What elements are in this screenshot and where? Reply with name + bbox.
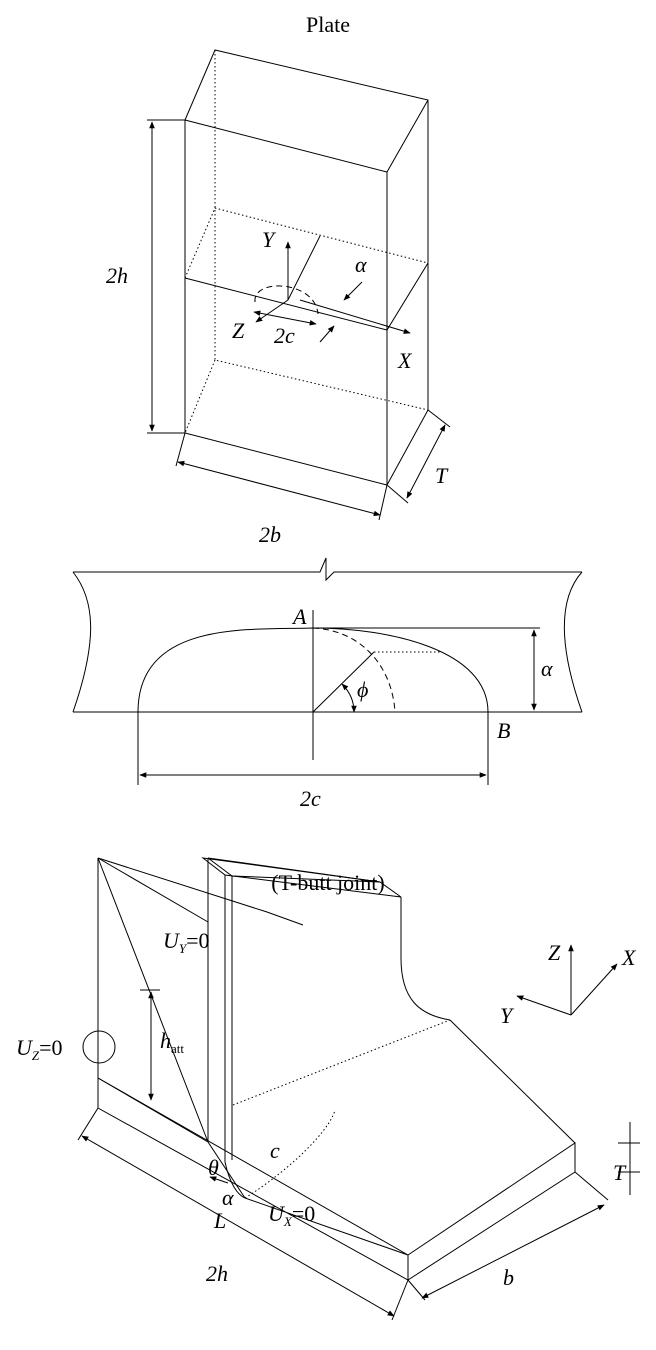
dim-T-ext-top — [427, 409, 451, 428]
tbutt-label-h: hatt — [160, 1028, 184, 1056]
tbutt-back-plate — [97, 857, 304, 1143]
tbutt-label-ux: UX=0 — [268, 1201, 315, 1229]
plate-label-2b: 2b — [259, 522, 281, 547]
tbutt-crack-hidden — [244, 1109, 336, 1199]
detail-label-alpha: α — [541, 656, 553, 681]
tbutt-diagram: (T-butt joint) — [16, 857, 640, 1321]
tbutt-b-dimension — [421, 1204, 605, 1299]
tbutt-label-c: c — [270, 1138, 280, 1163]
plate-label-Z: Z — [232, 318, 245, 343]
dim-T-line — [406, 424, 446, 499]
tbutt-axis-label-X: X — [621, 945, 637, 970]
plate-label-Y: Y — [262, 227, 277, 252]
tbutt-axis-label-Z: Z — [548, 940, 561, 965]
detail-label-phi: ϕ — [357, 677, 368, 702]
plate-alpha-arrow-top — [343, 281, 363, 301]
tbutt-label-theta: θ — [208, 1155, 219, 1180]
dim-2b-ext-left — [175, 432, 186, 467]
plate-guide-line — [287, 235, 321, 301]
detail-right-wave — [563, 571, 583, 713]
detail-radius-line — [312, 651, 375, 713]
detail-label-B: B — [497, 718, 510, 743]
tbutt-y-axis — [516, 995, 572, 1016]
tbutt-label-alpha: α — [222, 1185, 234, 1210]
detail-label-2c: 2c — [300, 786, 321, 811]
plate-label-alpha: α — [355, 252, 367, 277]
tbutt-label-uy: UY=0 — [163, 928, 210, 956]
plate-crack-outline — [254, 285, 319, 315]
tbutt-dim-ext-right — [391, 1279, 409, 1321]
plate-box-edges — [184, 49, 429, 486]
plate-label-2c: 2c — [274, 323, 295, 348]
detail-top-break-line — [73, 557, 582, 582]
tbutt-web-right-fillet — [400, 897, 451, 1021]
tbutt-weld-hidden-line — [232, 1019, 451, 1106]
plate-z-axis — [255, 299, 289, 323]
tbutt-title: (T-butt joint) — [271, 870, 384, 895]
crack-detail-diagram: A B ϕ α 2c — [72, 557, 583, 811]
plate-x-axis — [299, 299, 411, 334]
tbutt-2h-dimension — [81, 1135, 395, 1317]
tbutt-label-T: T — [613, 1160, 627, 1185]
tbutt-b-ext — [574, 1171, 609, 1201]
tbutt-b-ext-left — [407, 1279, 426, 1301]
tbutt-label-b: b — [503, 1265, 514, 1290]
detail-phi-arc — [341, 683, 357, 713]
dim-2b-line — [177, 460, 381, 517]
tbutt-label-L: L — [213, 1208, 226, 1233]
crack-plane-hidden — [184, 207, 429, 279]
dim-2b-ext-right — [378, 484, 388, 521]
detail-dashed-arc — [312, 627, 396, 713]
tbutt-x-axis — [570, 963, 618, 1016]
plate-label-2h: 2h — [106, 263, 128, 288]
detail-left-wave — [72, 571, 92, 713]
plate-hidden-edges — [184, 50, 429, 434]
tbutt-axis-label-Y: Y — [500, 1003, 515, 1028]
plate-diagram: Plate 2h 2b T — [106, 12, 451, 547]
plate-2c-dimension — [253, 310, 317, 326]
tbutt-label-2h: 2h — [206, 1261, 228, 1286]
plate-label-X: X — [397, 348, 413, 373]
tbutt-uz-marker — [82, 1030, 116, 1064]
tbutt-main-plate — [97, 1019, 576, 1281]
plate-alpha-arrow-bottom — [319, 325, 335, 343]
detail-label-A: A — [291, 604, 307, 629]
plate-title: Plate — [306, 12, 350, 37]
tbutt-dim-ext-left — [77, 1107, 99, 1141]
crack-plane — [184, 262, 429, 331]
plate-label-T: T — [435, 463, 449, 488]
dim-T-ext-bottom — [386, 484, 409, 504]
tbutt-web — [207, 857, 381, 1160]
tbutt-label-uz: UZ=0 — [16, 1035, 63, 1063]
